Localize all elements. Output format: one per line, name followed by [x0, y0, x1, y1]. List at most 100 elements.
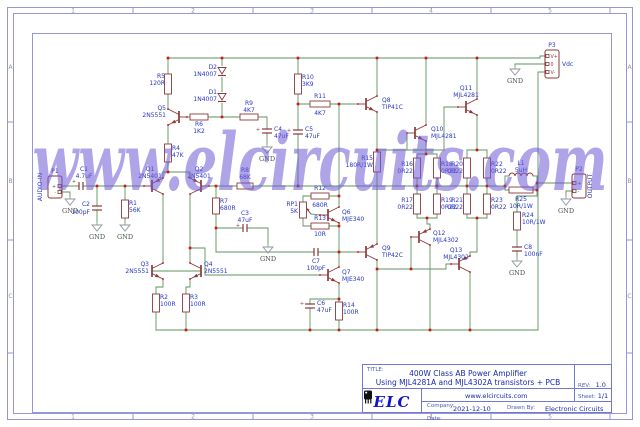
svg-text:MJE340: MJE340 [342, 276, 364, 283]
svg-text:1K2: 1K2 [193, 128, 205, 135]
svg-text:R15: R15 [361, 155, 373, 162]
svg-text:R25: R25 [515, 196, 527, 203]
schematic-title: 400W Class AB Power Amplifier [409, 369, 527, 378]
svg-text:C: C [8, 293, 12, 300]
svg-text:4: 4 [429, 414, 433, 421]
company-row: Company: www.elcircuits.com [427, 392, 528, 411]
svg-text:0R22: 0R22 [441, 204, 457, 211]
svg-text:R8: R8 [241, 167, 249, 174]
svg-text:MJL4302: MJL4302 [443, 254, 469, 261]
svg-text:C5: C5 [305, 126, 313, 133]
svg-text:C7: C7 [312, 258, 320, 265]
svg-text:R21: R21 [451, 197, 463, 204]
svg-text:Q9: Q9 [382, 245, 391, 252]
junction-dots [95, 56, 539, 332]
svg-text:100pF: 100pF [307, 265, 326, 272]
svg-text:R4: R4 [172, 145, 180, 152]
company-label: Company: [427, 403, 455, 409]
svg-text:Q11: Q11 [460, 85, 473, 92]
rev-label: REV: [578, 383, 591, 389]
svg-text:C3: C3 [241, 210, 249, 217]
svg-text:180R/1W: 180R/1W [346, 162, 373, 169]
drawn-by-label: Drawn By: [507, 405, 536, 411]
svg-text:L1: L1 [517, 160, 524, 167]
svg-text:R6: R6 [195, 121, 203, 128]
svg-text:Q10: Q10 [431, 126, 444, 133]
elc-logo: ELC [363, 390, 421, 413]
svg-text:100nF: 100nF [524, 251, 543, 258]
title-label: TITLE: [367, 367, 384, 373]
svg-text:R12: R12 [314, 185, 326, 192]
svg-text:A: A [627, 64, 632, 71]
sheet-label: Sheet: [578, 394, 596, 400]
svg-text:100R: 100R [160, 301, 176, 308]
svg-text:R18: R18 [441, 161, 453, 168]
svg-text:R2: R2 [160, 294, 168, 301]
svg-text:R16: R16 [401, 161, 413, 168]
ground-symbol: GND [260, 244, 276, 263]
svg-text:3: 3 [310, 414, 314, 421]
svg-text:68K: 68K [239, 174, 252, 181]
svg-text:R20: R20 [451, 161, 463, 168]
watermark: www.elcircuits.com [33, 115, 608, 209]
ground-symbol: GND [89, 222, 105, 241]
svg-text:R1: R1 [129, 200, 137, 207]
svg-text:P1: P1 [51, 168, 59, 175]
svg-text:GND: GND [507, 77, 523, 85]
svg-text:C4: C4 [274, 126, 282, 133]
svg-text:10R/1W: 10R/1W [509, 203, 533, 210]
svg-text:-: - [578, 190, 580, 195]
svg-text:GND: GND [62, 207, 78, 215]
svg-text:C1: C1 [80, 166, 88, 173]
svg-text:2: 2 [191, 8, 195, 15]
svg-text:4K7: 4K7 [314, 110, 326, 117]
sheet-value: 1/1 [597, 392, 609, 400]
svg-text:C2: C2 [82, 201, 90, 208]
svg-text:Q12: Q12 [433, 230, 446, 237]
svg-text:V+: V+ [551, 54, 558, 60]
svg-text:1: 1 [71, 8, 75, 15]
svg-text:C: C [627, 293, 631, 300]
company-value: www.elcircuits.com [465, 392, 528, 400]
ground-symbol: GND [507, 66, 523, 85]
svg-text:Q8: Q8 [382, 97, 391, 104]
svg-text:47uF: 47uF [317, 307, 332, 314]
svg-text:Q3: Q3 [140, 261, 149, 268]
svg-text:OUTPUT: OUTPUT [587, 173, 594, 198]
svg-text:D2: D2 [209, 64, 218, 71]
svg-text:0R22: 0R22 [397, 168, 413, 175]
svg-text:R5: R5 [157, 73, 165, 80]
svg-text:10R: 10R [314, 231, 326, 238]
revision: REV: 1.0 [578, 372, 606, 391]
svg-text:MJL4281: MJL4281 [453, 92, 479, 99]
svg-text:4: 4 [429, 8, 433, 15]
svg-text:Q1: Q1 [146, 166, 155, 173]
svg-text:V-: V- [551, 70, 556, 76]
